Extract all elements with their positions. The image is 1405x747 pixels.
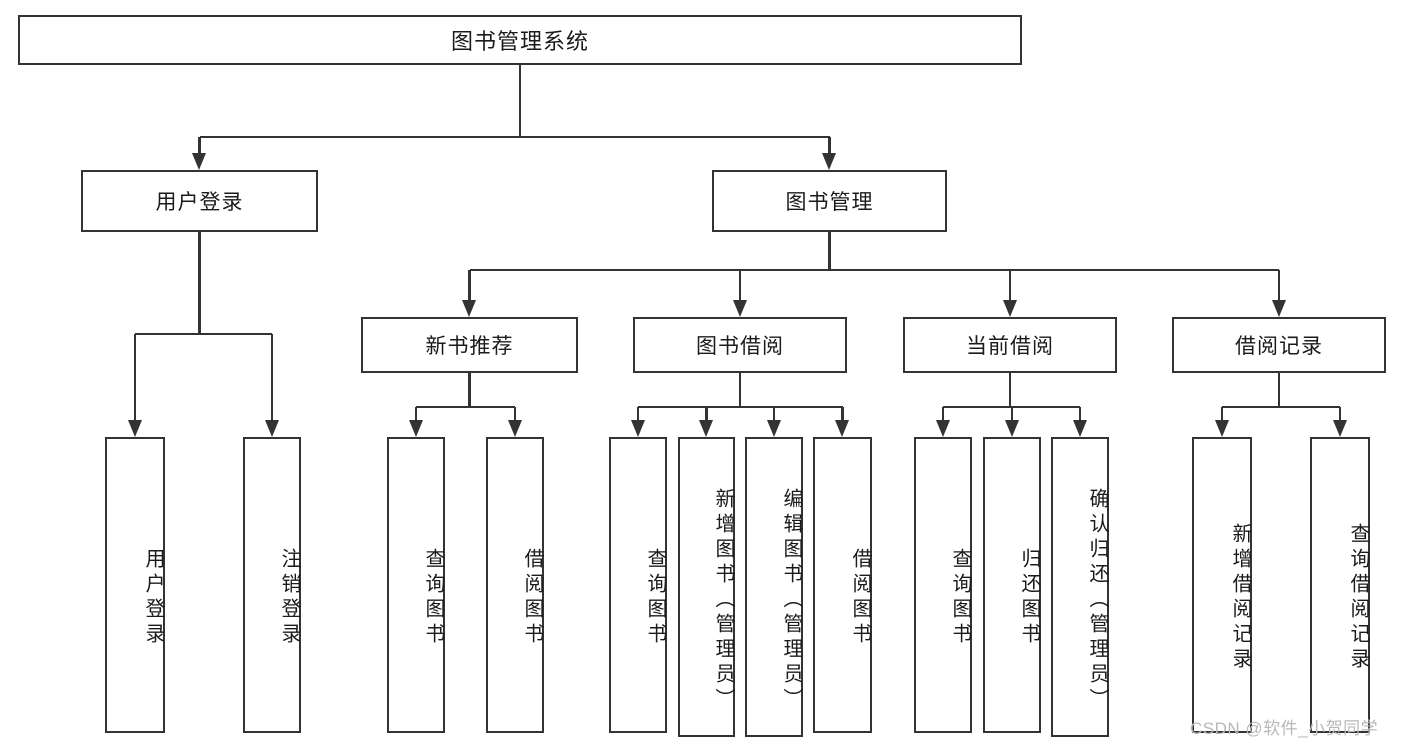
node-leaf-8[interactable]: 查询图书	[914, 437, 972, 733]
node-leaf-8-label: 查询图书	[949, 548, 971, 648]
node-leaf-7-label: 借阅图书	[849, 548, 871, 648]
node-level3-3[interactable]: 借阅记录	[1172, 317, 1386, 373]
connector-branch-l3-0	[513, 407, 517, 420]
node-leaf-0[interactable]: 用户登录	[105, 437, 165, 733]
connector-branch-book-mgmt	[468, 270, 471, 300]
connector-branch-l3-1	[636, 407, 640, 420]
arrowhead-icon	[1332, 420, 1347, 437]
arrowhead-icon	[822, 153, 836, 170]
arrowhead-icon	[1004, 420, 1019, 437]
node-leaf-3[interactable]: 借阅图书	[486, 437, 544, 733]
connector-branch-root	[198, 137, 201, 153]
connector-branch-l3-1	[772, 407, 776, 420]
arrowhead-icon	[766, 420, 781, 437]
connector-trunk-root	[518, 65, 522, 137]
node-level2-0-label: 用户登录	[155, 191, 244, 214]
node-leaf-2[interactable]: 查询图书	[387, 437, 445, 733]
connector-branch-login	[133, 334, 137, 420]
node-leaf-12-label: 查询借阅记录	[1347, 523, 1369, 673]
arrowhead-icon	[835, 420, 849, 437]
node-leaf-3-label: 借阅图书	[521, 548, 543, 648]
node-leaf-12[interactable]: 查询借阅记录	[1310, 437, 1370, 733]
node-leaf-6[interactable]: 编辑图书（管理员）	[745, 437, 803, 737]
arrowhead-icon	[935, 420, 950, 437]
connector-branch-l3-1	[705, 407, 708, 420]
arrowhead-icon	[192, 153, 206, 170]
connector-branch-l3-1	[841, 407, 844, 420]
node-leaf-11[interactable]: 新增借阅记录	[1192, 437, 1252, 733]
node-root-label: 图书管理系统	[450, 29, 589, 54]
node-leaf-10-label: 确认归还（管理员）	[1086, 487, 1108, 713]
arrowhead-icon	[699, 420, 713, 437]
connector-branch-login	[270, 334, 274, 420]
arrowhead-icon	[1072, 420, 1087, 437]
node-level2-1[interactable]: 图书管理	[712, 170, 947, 232]
node-level3-0[interactable]: 新书推荐	[361, 317, 578, 373]
node-level2-0[interactable]: 用户登录	[81, 170, 318, 232]
arrowhead-icon	[408, 420, 423, 437]
node-level3-2-label: 当前借阅	[966, 335, 1054, 358]
connector-branch-root	[828, 137, 831, 153]
connector-branch-l3-2	[941, 407, 945, 420]
connector-branch-l3-3	[1220, 407, 1224, 420]
node-level3-3-label: 借阅记录	[1235, 335, 1323, 358]
node-level2-1-label: 图书管理	[785, 191, 874, 214]
arrowhead-icon	[1002, 300, 1017, 317]
arrowhead-icon	[264, 420, 279, 437]
connector-branch-l3-0	[414, 407, 418, 420]
node-leaf-9[interactable]: 归还图书	[983, 437, 1041, 733]
node-leaf-6-label: 编辑图书（管理员）	[780, 487, 802, 713]
connector-branch-l3-3	[1338, 407, 1342, 420]
connector-bus-l3-3	[1222, 405, 1340, 409]
connector-bus-login	[135, 332, 272, 336]
node-leaf-4-label: 查询图书	[644, 548, 666, 648]
node-level3-0-label: 新书推荐	[425, 335, 514, 358]
node-leaf-9-label: 归还图书	[1018, 548, 1040, 648]
node-leaf-10[interactable]: 确认归还（管理员）	[1051, 437, 1109, 737]
node-leaf-2-label: 查询图书	[422, 548, 444, 648]
arrowhead-icon	[127, 420, 142, 437]
connector-branch-book-mgmt	[1008, 270, 1012, 300]
node-leaf-11-label: 新增借阅记录	[1229, 523, 1251, 673]
connector-bus-l3-1	[638, 405, 843, 409]
connector-branch-l3-2	[1010, 407, 1014, 420]
node-level3-1-label: 图书借阅	[696, 335, 784, 358]
connector-bus-l3-0	[416, 405, 515, 409]
node-leaf-5[interactable]: 新增图书（管理员）	[678, 437, 735, 737]
connector-branch-book-mgmt	[1277, 270, 1281, 300]
arrowhead-icon	[462, 300, 476, 317]
node-leaf-1[interactable]: 注销登录	[243, 437, 301, 733]
connector-trunk-l3-2	[1008, 373, 1012, 407]
connector-bus-root	[199, 135, 830, 139]
arrowhead-icon	[507, 420, 522, 437]
node-leaf-5-label: 新增图书（管理员）	[712, 487, 734, 713]
node-leaf-7[interactable]: 借阅图书	[813, 437, 872, 733]
arrowhead-icon	[1214, 420, 1229, 437]
connector-trunk-l3-0	[468, 373, 471, 407]
connector-branch-book-mgmt	[738, 270, 742, 300]
connector-branch-l3-2	[1078, 407, 1082, 420]
node-root[interactable]: 图书管理系统	[18, 15, 1022, 65]
connector-bus-book-mgmt	[469, 268, 1279, 272]
connector-trunk-l3-3	[1277, 373, 1281, 407]
node-leaf-0-label: 用户登录	[142, 548, 164, 648]
watermark-text: CSDN @软件_小贺同学	[1190, 719, 1379, 738]
arrowhead-icon	[630, 420, 645, 437]
arrowhead-icon	[732, 300, 747, 317]
node-level3-1[interactable]: 图书借阅	[633, 317, 847, 373]
arrowhead-icon	[1271, 300, 1286, 317]
connector-trunk-book-mgmt	[828, 232, 831, 270]
connector-trunk-l3-1	[738, 373, 742, 407]
node-level3-2[interactable]: 当前借阅	[903, 317, 1117, 373]
node-leaf-1-label: 注销登录	[278, 548, 300, 648]
connector-trunk-login	[198, 232, 201, 334]
node-leaf-4[interactable]: 查询图书	[609, 437, 667, 733]
